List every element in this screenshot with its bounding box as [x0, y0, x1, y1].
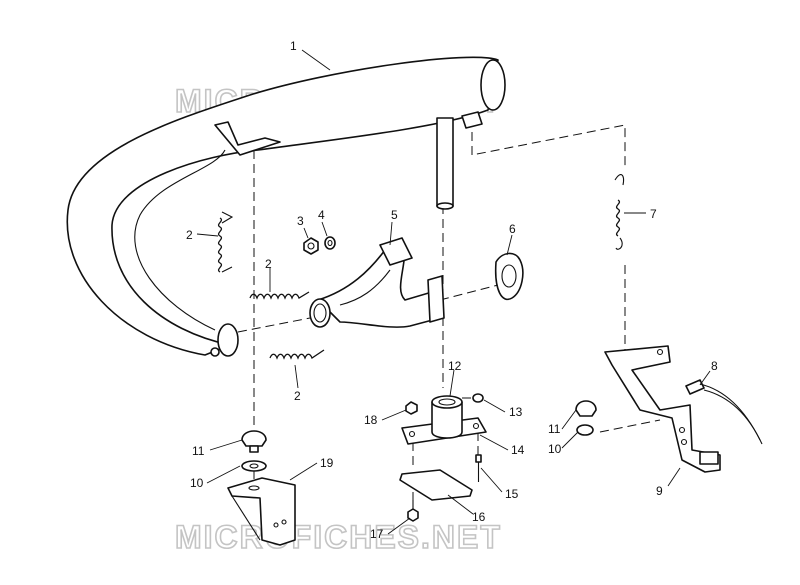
callout-11-right: 11	[548, 422, 561, 436]
callout-16: 16	[472, 510, 486, 524]
bolt-15	[475, 454, 482, 482]
nut-18	[405, 401, 418, 415]
left-bracket	[227, 477, 296, 546]
right-bracket	[604, 345, 721, 473]
gasket	[494, 252, 524, 301]
callout-2-upper-left: 2	[186, 228, 193, 242]
callout-labels: 1 2 2 2 3 4 5 6 7 8 9 10 10 11 11 12 13 …	[186, 39, 718, 541]
watermark-bottom: MICROFICHES.NET	[175, 519, 502, 555]
washer	[324, 236, 336, 250]
bolt-17	[407, 500, 419, 522]
callout-3: 3	[297, 214, 304, 228]
callout-6: 6	[509, 222, 516, 236]
callout-12: 12	[448, 359, 462, 373]
callout-7: 7	[650, 207, 657, 221]
cable	[685, 379, 763, 445]
grommet-right	[575, 400, 597, 417]
spring-middle	[249, 291, 310, 300]
nut	[303, 237, 319, 255]
washer-right	[576, 424, 594, 436]
callout-2-middle: 2	[265, 257, 272, 271]
callout-8: 8	[711, 359, 718, 373]
muffler-exhaust-pipe	[66, 56, 506, 357]
washer-13	[472, 393, 484, 403]
callout-13: 13	[509, 405, 523, 419]
callout-18: 18	[364, 413, 378, 427]
callout-9: 9	[656, 484, 663, 498]
leader-lines	[196, 49, 711, 535]
washer-left	[241, 460, 267, 472]
callout-10-right: 10	[548, 442, 562, 456]
rubber-mount	[401, 395, 487, 445]
callout-14: 14	[511, 443, 525, 457]
callout-15: 15	[505, 487, 519, 501]
mount-bracket-plate	[399, 469, 473, 501]
callout-2-lower: 2	[294, 389, 301, 403]
callout-4: 4	[318, 208, 325, 222]
spring-upper-left	[217, 211, 234, 273]
callout-1: 1	[290, 39, 297, 53]
spring-lower	[269, 349, 325, 360]
callout-17: 17	[370, 527, 384, 541]
spring-right	[614, 174, 625, 250]
callout-19: 19	[320, 456, 334, 470]
callout-11-left: 11	[192, 444, 205, 458]
callout-5: 5	[391, 208, 398, 222]
callout-10-left: 10	[190, 476, 204, 490]
grommet-left	[241, 430, 267, 453]
y-pipe	[309, 237, 445, 328]
